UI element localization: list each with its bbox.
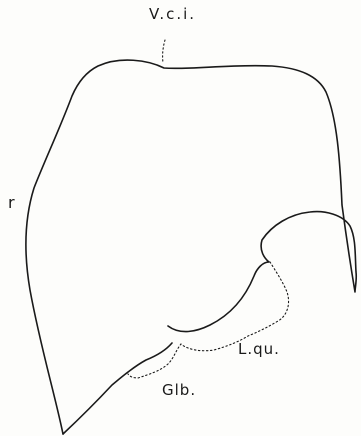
label-gallbladder: Glb. [162,383,196,398]
vci-leader-dotted [163,40,165,63]
quadrate-lobe-dotted-boundary [128,262,289,378]
lower-lobe-edge [63,343,172,434]
label-r: r [8,195,15,211]
label-lobus-quadratus: L.qu. [238,342,280,357]
label-vena-cava-inferior: V.c.i. [149,7,196,22]
outer-contour-line [26,60,356,434]
